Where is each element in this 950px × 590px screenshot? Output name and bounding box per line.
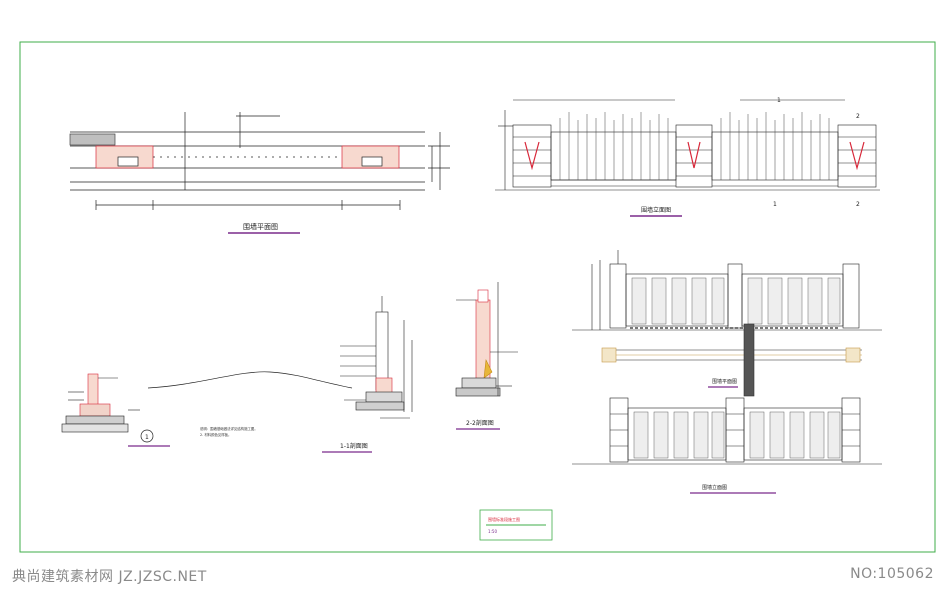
svg-text:2: 2	[856, 201, 860, 208]
detail-marker-label: 1	[145, 434, 149, 441]
svg-text:1: 1	[777, 97, 781, 104]
legend-box	[479, 509, 553, 541]
detail-marker-circle	[140, 429, 154, 443]
footing-detail	[61, 373, 140, 433]
drawing-frame	[19, 41, 936, 553]
detail-elevation-lower	[572, 397, 882, 465]
detail-plan-title: 围墙平面图	[712, 378, 737, 385]
wall-elevation-view	[495, 99, 880, 191]
svg-text:1: 1	[773, 201, 777, 208]
watermark-left: 典尚建筑素材网 JZ.JZSC.NET	[12, 569, 207, 585]
detail-elevation-lower-panels	[633, 411, 841, 459]
note-line-2: 2. 材料颜色见样板。	[200, 432, 231, 437]
elevation-fence-bars	[559, 112, 830, 180]
detail-elevation-upper-panels	[631, 277, 841, 325]
section-2-2-view	[455, 282, 518, 397]
svg-text:2: 2	[856, 113, 860, 120]
section-2-2-title: 2-2剖面图	[466, 419, 494, 427]
section-1-1-title: 1-1剖面图	[340, 442, 368, 450]
terrain-profile-curve	[147, 371, 353, 389]
elevation-title: 围墙立面图	[641, 206, 671, 214]
elevation-red-v-marks	[524, 141, 865, 171]
detail-elevation-title: 围墙立面图	[702, 484, 727, 491]
section-cut-marks: 1 2 1 2	[773, 97, 860, 208]
detail-plan-strip	[601, 323, 862, 397]
plan-title: 围墙平面图	[243, 222, 278, 231]
watermark-right: NO:105062	[850, 566, 934, 582]
section-1-1-view	[340, 296, 413, 419]
legend-line-1: 围墙标准段施工图	[488, 516, 520, 522]
wall-plan-view	[69, 112, 450, 210]
note-line-1: 说明：围墙基础做法详见结构施工图。	[200, 426, 258, 431]
detail-elevation-upper	[572, 250, 882, 331]
legend-line-2: 1:50	[488, 529, 497, 534]
